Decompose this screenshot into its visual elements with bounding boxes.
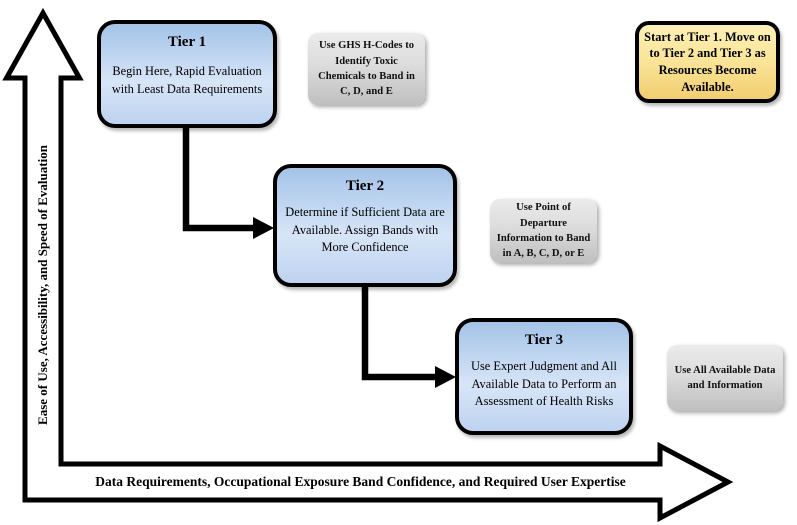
tier2-title: Tier 2 <box>345 178 385 194</box>
tier1-title: Tier 1 <box>167 34 207 50</box>
tier1-note-text: Use GHS H-Codes to Identify Toxic Chemic… <box>318 40 415 98</box>
x-axis-label: Data Requirements, Occupational Exposure… <box>95 474 626 489</box>
tier3-note-text: Use All Available Data and Information <box>674 364 776 391</box>
tier2-note-text: Use Point of Departure Information to Ba… <box>496 202 591 260</box>
tier2-note-box: Use Point of Departure Information to Ba… <box>490 199 597 263</box>
tier2-to-tier3-arrowhead <box>435 366 456 388</box>
tier2-description: Determine if Sufficient Data are Availab… <box>285 205 445 255</box>
tier3-note-box: Use All Available Data and Information <box>667 345 783 411</box>
y-axis-label: Ease of Use, Accessibility, and Speed of… <box>35 145 50 425</box>
tier1-note-box: Use GHS H-Codes to Identify Toxic Chemic… <box>308 33 425 105</box>
tier3-box: Tier 3 Use Expert Judgment and All Avail… <box>455 318 633 435</box>
start-instruction-callout: Start at Tier 1. Move on to Tier 2 and T… <box>635 21 780 103</box>
tier3-description: Use Expert Judgment and All Available Da… <box>471 359 617 409</box>
xy-axes-arrow <box>2 7 734 523</box>
tier3-title: Tier 3 <box>524 332 564 348</box>
start-instruction-text: Start at Tier 1. Move on to Tier 2 and T… <box>644 29 771 94</box>
tier2-box: Tier 2 Determine if Sufficient Data are … <box>273 164 457 287</box>
tier1-description: Begin Here, Rapid Evaluation with Least … <box>111 64 263 96</box>
tier1-box: Tier 1 Begin Here, Rapid Evaluation with… <box>97 20 277 128</box>
tier2-to-tier3-connector <box>361 284 438 381</box>
tier1-to-tier2-arrowhead <box>253 217 274 239</box>
tier1-to-tier2-connector <box>182 126 256 232</box>
